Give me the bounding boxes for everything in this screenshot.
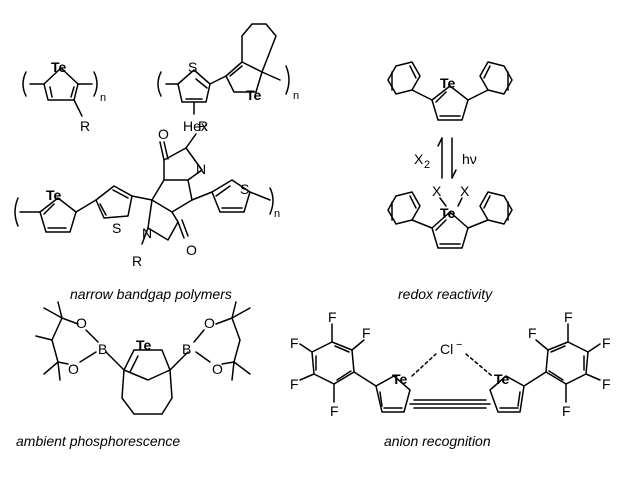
- te-label-2: Te: [246, 87, 262, 103]
- f-label-8: F: [602, 335, 611, 351]
- r-label-2: R: [198, 118, 208, 134]
- te-label-4: Te: [440, 75, 456, 91]
- te-label-3: Te: [46, 187, 62, 203]
- repeat-n-label-3: n: [274, 208, 280, 220]
- s-label-3: S: [240, 181, 249, 197]
- x2-reagent-label: X: [414, 151, 424, 167]
- dpp-copolymer-structure: Te S O N R N R O S n: [14, 118, 280, 269]
- f-label-3: F: [290, 335, 299, 351]
- o-label-3: O: [76, 315, 87, 331]
- te-label: Te: [51, 59, 67, 75]
- f-label-1: F: [328, 309, 337, 325]
- b-label-left: B: [98, 341, 107, 357]
- bis-pinacolboronate-tellurophene: Te B B O O O O: [35, 301, 251, 415]
- chloride-charge: −: [456, 339, 462, 351]
- caption-polymers: narrow bandgap polymers: [70, 286, 232, 302]
- f-label-4: F: [290, 376, 299, 392]
- x-label-2: X: [460, 183, 470, 199]
- diphenyltellurophene-oxidized: X X Te: [387, 183, 513, 249]
- f-label-5: F: [330, 403, 339, 419]
- n-label-2: N: [142, 225, 152, 241]
- x2-subscript: 2: [424, 159, 430, 171]
- diphenyltellurophene-top: Te: [387, 61, 513, 121]
- r-label-3: R: [132, 253, 142, 269]
- o-label-6: O: [212, 361, 223, 377]
- o-label-5: O: [204, 315, 215, 331]
- bis-tellurophene-anion-receptor: F F F F F Te Te Cl − F F: [290, 309, 611, 419]
- f-label-2: F: [362, 325, 371, 341]
- f-label-9: F: [602, 376, 611, 392]
- repeat-n-label: n: [100, 92, 106, 104]
- caption-anion: anion recognition: [384, 433, 491, 449]
- te-label-8: Te: [494, 371, 510, 387]
- hex-label: Hex: [183, 118, 208, 134]
- n-label: N: [196, 161, 206, 177]
- chloride-label: Cl: [440, 341, 453, 357]
- te-label-7: Te: [392, 371, 408, 387]
- te-label-6: Te: [136, 337, 152, 353]
- repeat-n-label-2: n: [293, 90, 299, 102]
- caption-redox: redox reactivity: [398, 286, 493, 302]
- f-label-10: F: [562, 403, 571, 419]
- o-label-2: O: [186, 242, 197, 258]
- o-label-4: O: [68, 361, 79, 377]
- f-label-6: F: [564, 309, 573, 325]
- poly-tellurophene-structure: Te n R: [22, 59, 106, 134]
- caption-phosphorescence: ambient phosphorescence: [16, 433, 180, 449]
- s-label: S: [188, 59, 197, 75]
- s-label-2: S: [112, 220, 121, 236]
- x-label-1: X: [432, 183, 442, 199]
- thiophene-tellurophene-copolymer: S Hex Te n: [157, 23, 299, 134]
- f-label-7: F: [528, 325, 537, 341]
- redox-equilibrium-arrows: X 2 hν: [414, 137, 477, 179]
- b-label-right: B: [182, 341, 191, 357]
- r-label: R: [80, 118, 90, 134]
- o-label: O: [158, 126, 169, 142]
- hv-label: hν: [462, 151, 477, 167]
